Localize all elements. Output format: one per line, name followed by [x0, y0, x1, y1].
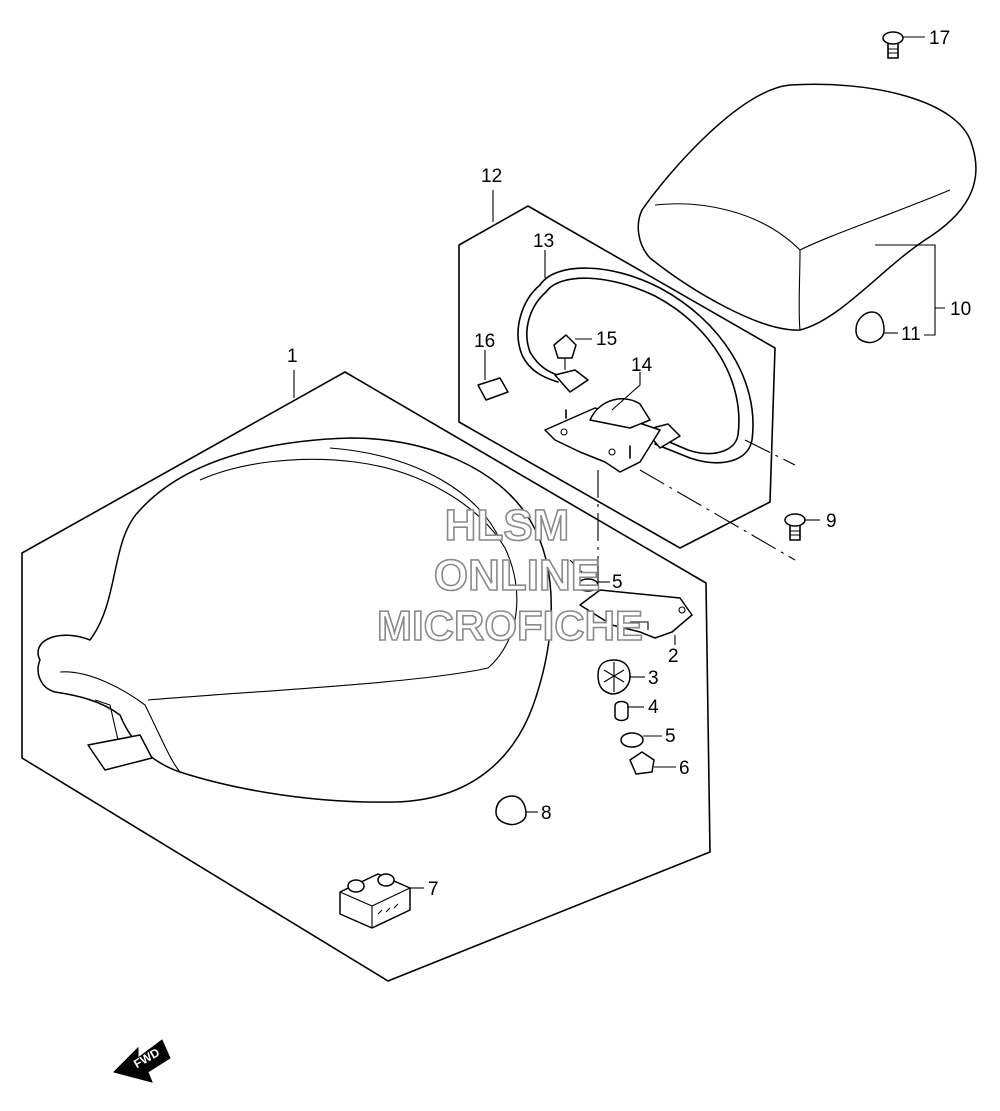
callout-11: 11: [901, 324, 921, 345]
callout-15: 15: [596, 329, 617, 350]
callout-7: 7: [428, 879, 439, 900]
callout-9: 9: [826, 511, 837, 532]
front-seat-part: [37, 437, 552, 803]
screw-17-part: [882, 31, 904, 59]
callout-6: 6: [679, 758, 690, 779]
fastener-7-part: [339, 873, 411, 929]
callout-4: 4: [648, 697, 659, 718]
callout-5b: 5: [665, 726, 676, 747]
nut-6-part: [629, 751, 655, 775]
washer-5-lower-part: [620, 732, 644, 748]
callout-13: 13: [533, 231, 554, 252]
dash-line-box-to-screw: [639, 469, 796, 561]
callout-12: 12: [481, 166, 502, 187]
nut-15-part: [553, 334, 577, 370]
rubber-11-part: [855, 311, 885, 344]
watermark-line-2: ONLINE: [434, 551, 600, 600]
forward-arrow-icon: [113, 1039, 171, 1083]
seat-lock-latch-part: [544, 398, 661, 473]
seat-lock-group-frame: [458, 205, 776, 549]
callout-16: 16: [474, 331, 495, 352]
callout-17: 17: [929, 28, 950, 49]
callout-5a: 5: [612, 572, 623, 593]
watermark-line-3: MICROFICHE: [377, 602, 643, 649]
bracket-2-part: [579, 589, 693, 639]
cushion-16-part: [477, 377, 509, 401]
dash-line-loop-end: [744, 439, 796, 466]
rear-seat-part: [637, 83, 977, 331]
callout-8: 8: [541, 803, 552, 824]
forward-direction-arrow: FWD: [113, 1039, 171, 1083]
dash-line-washer: [569, 559, 591, 581]
screw-9-part: [784, 513, 806, 541]
grommet-3-part: [597, 659, 631, 695]
collar-4-part: [614, 700, 629, 722]
callout-1: 1: [287, 346, 298, 367]
watermark-line-1: HLSM: [445, 501, 570, 550]
washer-5-upper-part: [577, 578, 599, 592]
callout-3: 3: [648, 668, 659, 689]
seat-lock-cable-part: [517, 267, 754, 464]
leader-14: [611, 372, 641, 411]
leader-10: [875, 244, 945, 336]
front-seat-group-frame: [21, 371, 711, 982]
callout-10: 10: [950, 299, 971, 320]
callout-14: 14: [631, 355, 653, 376]
callout-2: 2: [668, 646, 679, 667]
cushion-8-part: [495, 795, 527, 826]
